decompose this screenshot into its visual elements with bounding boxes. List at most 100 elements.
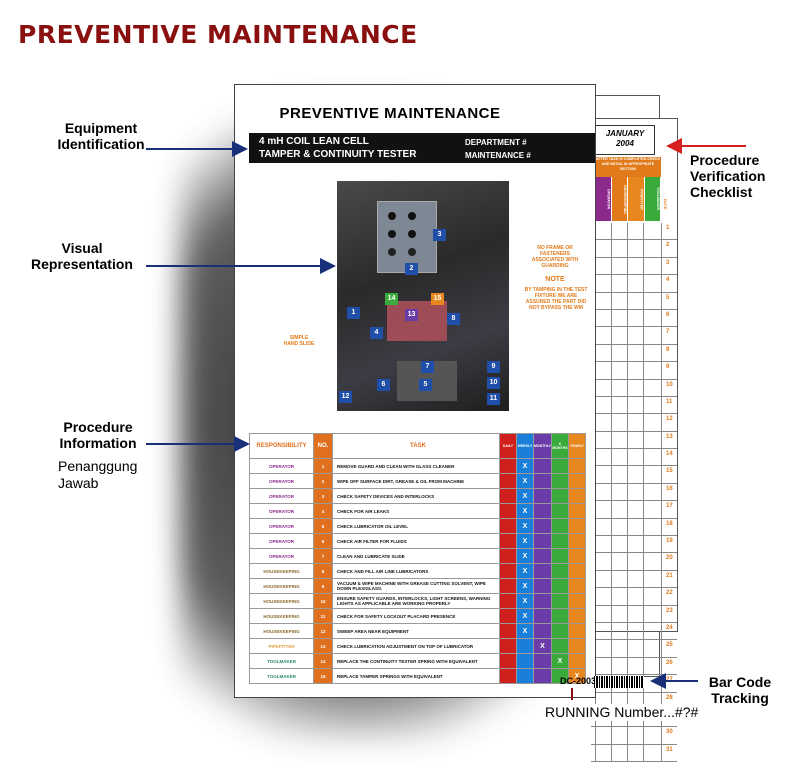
checklist-year: 2004	[616, 139, 634, 148]
checklist-instruction: AFTER TASK IS COMPLETED CHECK AND INITIA…	[595, 157, 661, 177]
calendar-day-number: 1	[666, 225, 670, 231]
calendar-day-number: 8	[666, 346, 670, 353]
header-yearly: YEARLY	[567, 433, 586, 459]
freq-cell-monthly	[533, 473, 552, 489]
freq-cell-yearly	[567, 518, 586, 534]
freq-cell-6-months	[550, 563, 569, 579]
main-title: PREVENTIVE MAINTENANCE	[18, 20, 418, 49]
photo-callout-1: 1	[347, 307, 360, 319]
calendar-day-number: 24	[666, 624, 673, 631]
calendar-day-number: 28	[666, 694, 673, 701]
equipment-id-bar: 4 mH COIL LEAN CELL TAMPER & CONTINUITY …	[249, 133, 595, 163]
sheet-title: PREVENTIVE MAINTENANCE	[279, 105, 501, 122]
calendar-day-number: 17	[666, 503, 673, 510]
checklist-date-label: DATE	[663, 199, 668, 210]
freq-cell-yearly	[567, 458, 586, 474]
calendar-day-number: 12	[666, 416, 673, 423]
row-number: 2	[313, 473, 333, 489]
header-no: NO.	[313, 433, 333, 459]
row-number: 15	[313, 668, 333, 684]
photo-callout-14: 14	[385, 293, 398, 305]
callout-bar-code-tracking: Bar Code Tracking	[708, 674, 772, 706]
freq-cell-weekly	[516, 638, 534, 654]
calendar-day-number: 26	[666, 659, 673, 666]
freq-cell-weekly: X	[516, 473, 534, 489]
freq-cell-monthly	[533, 563, 552, 579]
photo-note-heading: NOTE	[545, 276, 565, 283]
freq-cell-yearly: X	[567, 668, 586, 684]
freq-cell-yearly	[567, 548, 586, 564]
calendar-day-number: 31	[666, 746, 673, 753]
calendar-day-number: 20	[666, 555, 673, 562]
photo-callout-8: 8	[447, 313, 460, 325]
calendar-day-number: 25	[666, 642, 673, 649]
row-task: REPLACE TAMPER SPRINGS WITH EQUIVALENT	[332, 668, 500, 684]
row-number: 10	[313, 593, 333, 609]
calendar-day-number: 21	[666, 572, 673, 579]
freq-cell-weekly: X	[516, 548, 534, 564]
photo-callout-10: 10	[487, 377, 500, 389]
row-responsibility: TOOLMAKER	[249, 668, 314, 684]
photo-note-guarding: NO FRAME OR FASTENERS ASSOCIATED WITH GU…	[531, 245, 579, 269]
callout-procedure-information: Procedure Information	[59, 419, 137, 451]
checklist-role-operator: OPERATOR	[595, 177, 612, 221]
callout-visual-representation: Visual Representation	[31, 240, 133, 272]
document-code: DC-2003	[560, 676, 597, 686]
freq-cell-yearly	[567, 473, 586, 489]
maintenance-sheet: PREVENTIVE MAINTENANCE 4 mH COIL LEAN CE…	[234, 84, 596, 698]
barcode	[594, 676, 644, 688]
photo-callout-15: 15	[431, 293, 444, 305]
photo-callout-7: 7	[421, 361, 434, 373]
freq-cell-6-months	[550, 533, 569, 549]
freq-cell-weekly	[516, 653, 534, 669]
freq-cell-6-months	[550, 548, 569, 564]
row-number: 1	[313, 458, 333, 474]
freq-cell-weekly: X	[516, 503, 534, 519]
checklist-role-toolmaker: TOOLMAKER	[644, 177, 661, 221]
calendar-day-number: 13	[666, 433, 673, 440]
row-number: 11	[313, 608, 333, 624]
calendar-day-number: 4	[666, 277, 670, 284]
freq-cell-weekly	[516, 668, 534, 684]
photo-callout-12: 12	[339, 391, 352, 403]
freq-cell-weekly: X	[516, 533, 534, 549]
freq-cell-6-months	[550, 578, 569, 594]
calendar-day-number: 30	[666, 729, 673, 736]
freq-cell-6-months	[550, 668, 569, 684]
checklist-role-pipefitter: PIPEFITTER	[628, 177, 645, 221]
maintenance-label: MAINTENANCE #	[465, 151, 531, 160]
freq-cell-daily	[499, 578, 517, 594]
callout-equipment-identification: Equipment Identification	[57, 120, 145, 152]
freq-cell-monthly	[533, 548, 552, 564]
photo-note-slide: SIMPLE HAND SLIDE	[283, 335, 315, 347]
freq-cell-6-months	[550, 608, 569, 624]
callout-procedure-verification: Procedure Verification Checklist	[690, 152, 766, 200]
calendar-day-number: 5	[666, 294, 670, 301]
row-number: 6	[313, 533, 333, 549]
equipment-type: TAMPER & CONTINUITY TESTER	[259, 149, 417, 160]
checklist-role-housekeeping: HOUSEKEEPING	[611, 177, 628, 221]
penanggung-jawab-note: Penanggung Jawab	[58, 458, 138, 491]
photo-callout-3: 3	[433, 229, 446, 241]
calendar-day-number: 22	[666, 590, 673, 597]
calendar-day-number: 9	[666, 364, 670, 371]
calendar-day-number: 15	[666, 468, 673, 475]
department-label: DEPARTMENT #	[465, 138, 527, 147]
calendar-day-number: 18	[666, 520, 673, 527]
verification-checklist-sheet: JANUARY 2004 AFTER TASK IS COMPLETED CHE…	[590, 118, 678, 763]
freq-cell-daily	[499, 503, 517, 519]
running-number-note: RUNNING Number...#?#	[545, 704, 699, 721]
photo-callout-6: 6	[377, 379, 390, 391]
freq-cell-yearly	[567, 578, 586, 594]
photo-callout-2: 2	[405, 263, 418, 275]
